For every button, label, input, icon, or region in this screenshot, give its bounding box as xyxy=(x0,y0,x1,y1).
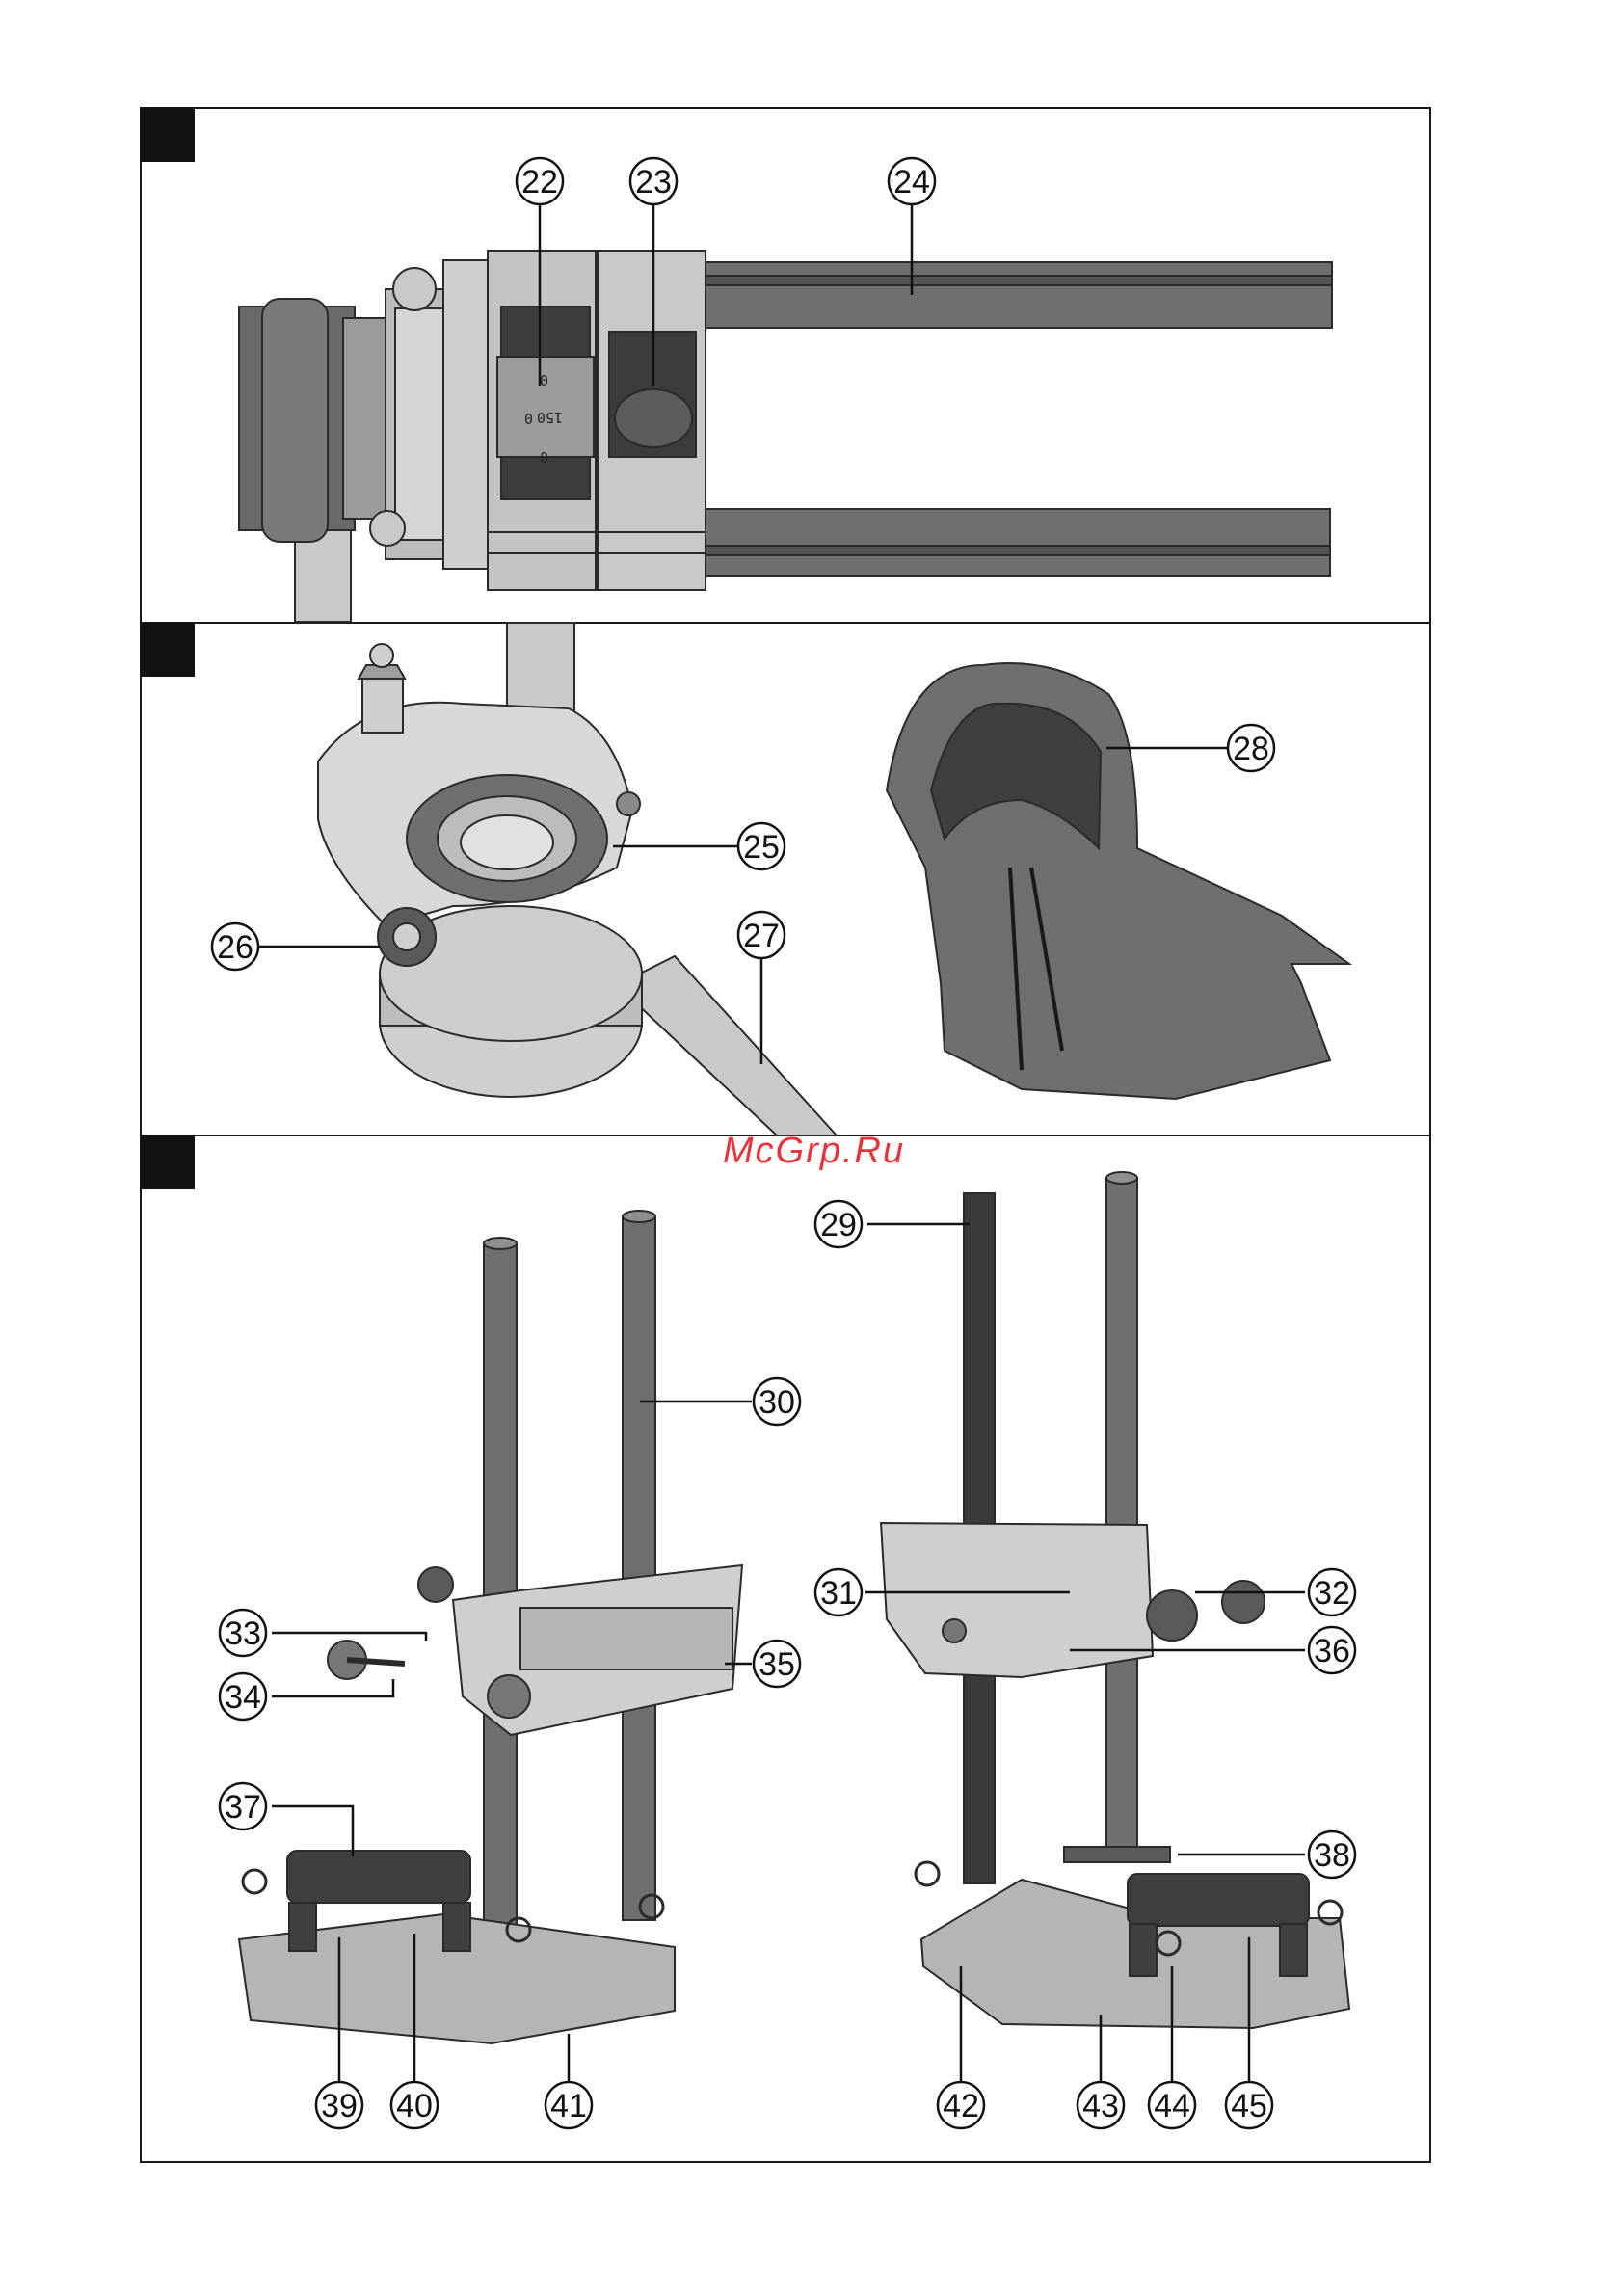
callout-42: 42 xyxy=(938,2082,984,2128)
column-left xyxy=(484,1243,517,1937)
svg-text:34: 34 xyxy=(225,1679,261,1716)
svg-text:35: 35 xyxy=(759,1646,795,1683)
etched-mark-0c: 0 xyxy=(540,449,548,467)
svg-text:38: 38 xyxy=(1314,1837,1350,1874)
callout-37: 37 xyxy=(220,1783,266,1829)
svg-text:24: 24 xyxy=(893,164,930,200)
watermark: McGrp.Ru xyxy=(723,1131,905,1171)
callout-33: 33 xyxy=(220,1610,266,1656)
callout-36: 36 xyxy=(1309,1627,1355,1673)
callout-22: 22 xyxy=(517,158,563,204)
panel-1-marker xyxy=(141,108,195,162)
etched-mark-0b: 0 xyxy=(524,411,533,428)
svg-text:28: 28 xyxy=(1233,731,1269,767)
svg-text:44: 44 xyxy=(1154,2088,1190,2124)
svg-text:25: 25 xyxy=(743,829,780,866)
panel-2-illustration-collector xyxy=(318,623,837,1135)
callout-29: 29 xyxy=(815,1201,862,1247)
callout-41: 41 xyxy=(546,2082,592,2128)
panel-3-illustration-right xyxy=(881,1172,1349,2028)
svg-text:43: 43 xyxy=(1082,2088,1119,2124)
callout-43: 43 xyxy=(1078,2082,1124,2128)
panel-1-illustration xyxy=(239,251,1332,622)
callout-44: 44 xyxy=(1149,2082,1195,2128)
svg-text:31: 31 xyxy=(820,1575,857,1612)
svg-text:32: 32 xyxy=(1314,1575,1350,1612)
panel-2-marker xyxy=(141,623,195,677)
svg-text:41: 41 xyxy=(550,2088,587,2124)
callout-45: 45 xyxy=(1226,2082,1272,2128)
column-rail-upper xyxy=(704,262,1332,328)
callout-39: 39 xyxy=(316,2082,362,2128)
column-rail-lower xyxy=(704,509,1330,576)
svg-text:22: 22 xyxy=(521,164,558,200)
carriage-right xyxy=(881,1523,1153,1677)
panel-3-illustration-left xyxy=(239,1211,742,2043)
panel-3-marker xyxy=(141,1135,195,1189)
svg-text:36: 36 xyxy=(1314,1633,1350,1669)
panel-2-illustration-guard xyxy=(887,663,1349,1099)
callout-40: 40 xyxy=(391,2082,438,2128)
water-hose xyxy=(617,956,837,1135)
etched-mark-150: 150 xyxy=(537,409,563,426)
column-right-stand xyxy=(1106,1178,1137,1847)
callout-35: 35 xyxy=(754,1641,800,1687)
callout-27: 27 xyxy=(738,912,785,958)
svg-text:42: 42 xyxy=(943,2088,979,2124)
callout-25: 25 xyxy=(738,823,785,869)
svg-text:45: 45 xyxy=(1231,2088,1267,2124)
callout-26: 26 xyxy=(212,923,258,970)
callout-23: 23 xyxy=(630,158,677,204)
svg-text:33: 33 xyxy=(225,1615,261,1652)
carriage-lock-button xyxy=(615,389,692,447)
svg-text:39: 39 xyxy=(321,2088,358,2124)
svg-text:27: 27 xyxy=(743,918,780,954)
etched-mark-0a: 0 xyxy=(540,372,548,389)
callout-38: 38 xyxy=(1309,1831,1355,1878)
column-right xyxy=(623,1216,655,1920)
svg-text:26: 26 xyxy=(217,929,253,966)
callout-28: 28 xyxy=(1228,725,1274,771)
callout-30: 30 xyxy=(754,1378,800,1425)
svg-text:40: 40 xyxy=(396,2088,433,2124)
svg-text:30: 30 xyxy=(759,1384,795,1421)
callout-32: 32 xyxy=(1309,1569,1355,1615)
callout-34: 34 xyxy=(220,1673,266,1720)
svg-text:29: 29 xyxy=(820,1207,857,1243)
svg-text:23: 23 xyxy=(635,164,672,200)
callout-31: 31 xyxy=(815,1569,862,1615)
svg-text:37: 37 xyxy=(225,1789,261,1826)
callout-24: 24 xyxy=(889,158,935,204)
